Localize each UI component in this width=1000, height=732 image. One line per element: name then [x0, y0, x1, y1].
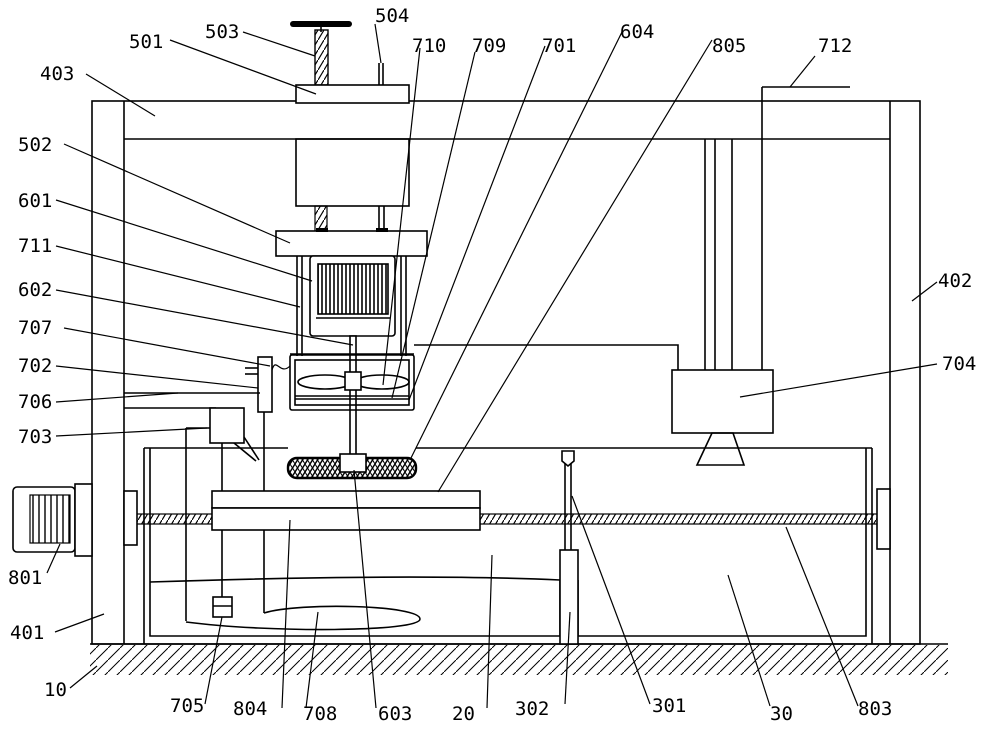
- callout-labels: 503 504 501 710 709 701 604 805 712 403 …: [8, 5, 976, 725]
- tank: [143, 447, 873, 645]
- label-706: 706: [18, 391, 52, 413]
- mixing-tank: [289, 353, 415, 411]
- label-504: 504: [375, 5, 409, 27]
- label-710: 710: [412, 35, 446, 57]
- label-302: 302: [515, 698, 549, 720]
- label-501: 501: [129, 31, 163, 53]
- label-502: 502: [18, 134, 52, 156]
- label-805: 805: [712, 35, 746, 57]
- pump-unit: [671, 86, 850, 466]
- label-701: 701: [542, 35, 576, 57]
- label-402: 402: [938, 270, 972, 292]
- label-604: 604: [620, 21, 654, 43]
- label-602: 602: [18, 279, 52, 301]
- label-20: 20: [452, 703, 475, 725]
- label-804: 804: [233, 698, 267, 720]
- label-503: 503: [205, 21, 239, 43]
- drive-motor: [12, 483, 93, 557]
- lead-screw: [123, 488, 891, 550]
- frame: [91, 100, 921, 645]
- label-704: 704: [942, 353, 976, 375]
- label-703: 703: [18, 426, 52, 448]
- label-301: 301: [652, 695, 686, 717]
- leader-lines: [46, 23, 938, 709]
- label-30: 30: [770, 703, 793, 725]
- label-601: 601: [18, 190, 52, 212]
- label-803: 803: [858, 698, 892, 720]
- label-401: 401: [10, 622, 44, 644]
- brush: [286, 453, 418, 480]
- label-708: 708: [303, 703, 337, 725]
- label-10: 10: [44, 679, 67, 701]
- label-403: 403: [40, 63, 74, 85]
- ground: [90, 643, 948, 675]
- label-707: 707: [18, 317, 52, 339]
- label-702: 702: [18, 355, 52, 377]
- label-705: 705: [170, 695, 204, 717]
- label-712: 712: [818, 35, 852, 57]
- label-801: 801: [8, 567, 42, 589]
- label-709: 709: [472, 35, 506, 57]
- label-711: 711: [18, 235, 52, 257]
- label-603: 603: [378, 703, 412, 725]
